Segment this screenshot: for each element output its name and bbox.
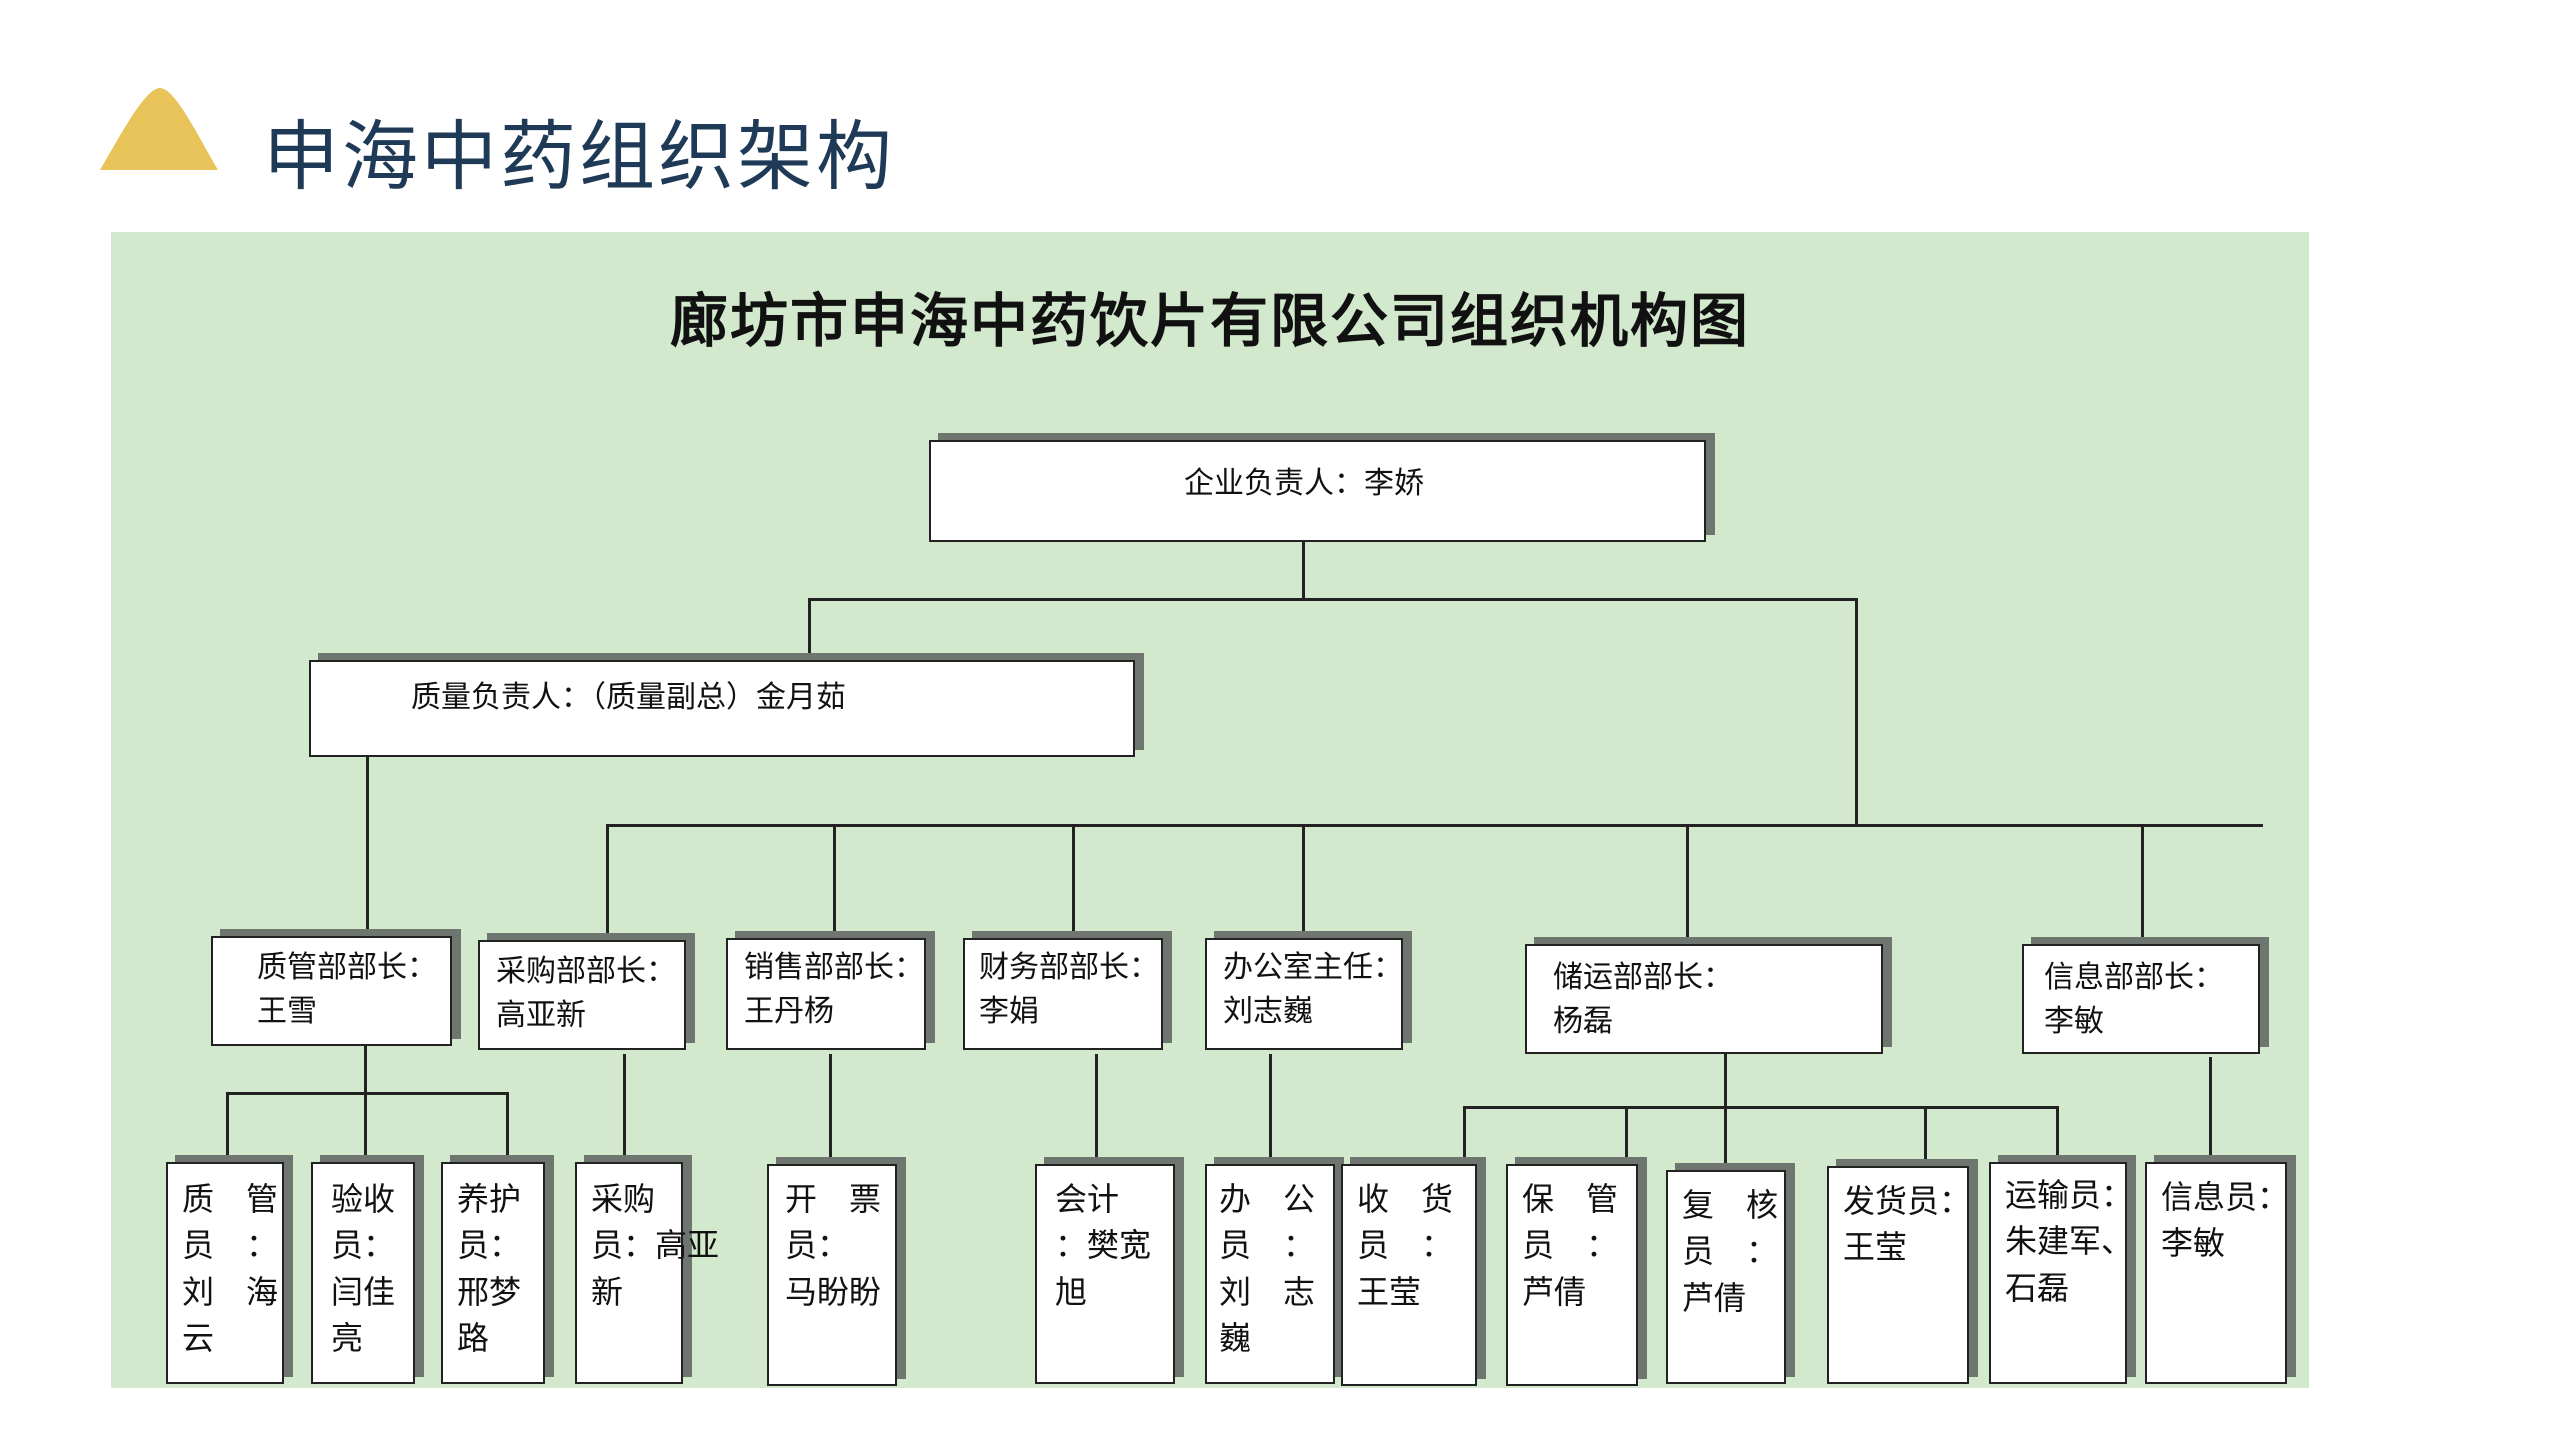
connector (829, 1054, 832, 1164)
connector (623, 1054, 626, 1164)
staff-invoicing-label: 开 票 员： 马盼盼 (785, 1180, 882, 1311)
staff-receiving-label: 收 货 员 ： 王莹 (1357, 1180, 1454, 1311)
dept-quality-label: 质管部部长： 王雪 (257, 950, 437, 1029)
staff-receiving-box: 收 货 员 ： 王莹 (1341, 1164, 1477, 1386)
dept-info-box: 信息部部长： 李敏 (2022, 944, 2260, 1054)
staff-inspector-box: 验收 员： 闫佳 亮 (311, 1162, 415, 1384)
connector (1095, 1054, 1098, 1164)
dept-office-label: 办公室主任： 刘志巍 (1223, 950, 1403, 1029)
connector (506, 1092, 509, 1162)
connector (1072, 824, 1075, 937)
staff-maintenance-label: 养护 员： 邢梦 路 (457, 1180, 522, 1358)
connector (2209, 1057, 2212, 1162)
quality-head-box: 质量负责人：（质量副总）金月茹 (309, 660, 1135, 757)
staff-shipping-box: 发货员： 王莹 (1827, 1166, 1972, 1384)
slide-title: 申海中药组织架构 (263, 112, 895, 201)
staff-accountant-box: 会计 ：樊宽 旭 (1035, 1164, 1175, 1384)
dept-sales-label: 销售部部长： 王丹杨 (744, 950, 924, 1029)
staff-storekeeper-box: 保 管 员 ： 芦倩 (1506, 1164, 1638, 1386)
connector (1924, 1106, 1927, 1161)
connector (1302, 824, 1305, 937)
staff-accountant-label: 会计 ：樊宽 旭 (1055, 1180, 1152, 1311)
staff-inspector-label: 验收 员： 闫佳 亮 (331, 1180, 396, 1358)
dept-sales-box: 销售部部长： 王丹杨 (726, 938, 926, 1050)
connector (833, 824, 836, 937)
quality-head-label: 质量负责人：（质量副总）金月茹 (411, 680, 846, 715)
connector (808, 598, 1858, 601)
connector (364, 1046, 367, 1124)
connector (1724, 1054, 1727, 1167)
staff-storekeeper-label: 保 管 员 ： 芦倩 (1522, 1180, 1619, 1311)
connector (808, 598, 811, 656)
connector (2056, 1106, 2059, 1161)
staff-transport-box: 运输员： 朱建军、 石磊 (1989, 1162, 2133, 1384)
dept-purchase-label: 采购部部长： 高亚新 (496, 954, 676, 1033)
connector (2141, 824, 2144, 937)
staff-maintenance-box: 养护 员： 邢梦 路 (441, 1162, 545, 1384)
connector (1686, 824, 1689, 937)
dept-office-box: 办公室主任： 刘志巍 (1205, 938, 1403, 1050)
staff-shipping-label: 发货员： 王莹 (1843, 1182, 1972, 1267)
connector (366, 757, 369, 937)
staff-rechecker-label: 复 核 员 ： 芦倩 (1682, 1186, 1779, 1317)
dept-logistics-label: 储运部部长： 杨磊 (1553, 960, 1733, 1039)
staff-info-clerk-box: 信息员： 李敏 (2145, 1162, 2290, 1384)
chart-title: 廊坊市申海中药饮片有限公司组织机构图 (669, 287, 1750, 355)
staff-rechecker-box: 复 核 员 ： 芦倩 (1666, 1170, 1786, 1384)
connector (364, 1092, 367, 1162)
dept-finance-label: 财务部部长： 李娟 (979, 950, 1159, 1029)
staff-invoicing-box: 开 票 员： 马盼盼 (767, 1164, 897, 1386)
staff-qc-box: 质 管 员 ： 刘 海 云 (166, 1162, 284, 1384)
dept-logistics-box: 储运部部长： 杨磊 (1525, 944, 1883, 1054)
connector (226, 1092, 509, 1095)
connector (1855, 598, 1858, 826)
connector (1625, 1106, 1628, 1161)
mountain-icon (100, 88, 218, 170)
dept-purchase-box: 采购部部长： 高亚新 (478, 940, 686, 1050)
dept-quality-box: 质管部部长： 王雪 (211, 936, 452, 1046)
connector (1269, 1054, 1272, 1164)
connector (606, 824, 2263, 827)
connector (606, 824, 609, 937)
staff-qc-label: 质 管 员 ： 刘 海 云 (182, 1180, 279, 1358)
ceo-box: 企业负责人：李娇 (929, 440, 1706, 542)
dept-info-label: 信息部部长： 李敏 (2044, 960, 2224, 1039)
dept-finance-box: 财务部部长： 李娟 (963, 938, 1163, 1050)
connector (226, 1092, 229, 1162)
connector (1463, 1106, 2059, 1109)
staff-buyer-label: 采购 员：高亚 新 (591, 1180, 720, 1311)
ceo-label: 企业负责人：李娇 (1184, 466, 1424, 501)
connector (1463, 1106, 1466, 1161)
staff-info-clerk-label: 信息员： 李敏 (2161, 1178, 2290, 1263)
staff-office-clerk-label: 办 公 员 ： 刘 志 巍 (1219, 1180, 1316, 1358)
connector (1302, 541, 1305, 599)
staff-buyer-box: 采购 员：高亚 新 (575, 1162, 719, 1384)
staff-office-clerk-box: 办 公 员 ： 刘 志 巍 (1205, 1164, 1335, 1384)
staff-transport-label: 运输员： 朱建军、 石磊 (2005, 1176, 2134, 1307)
org-chart-panel: 廊坊市申海中药饮片有限公司组织机构图 企业负责人：李娇 质量负责人：（质量副总）… (111, 232, 2309, 1388)
